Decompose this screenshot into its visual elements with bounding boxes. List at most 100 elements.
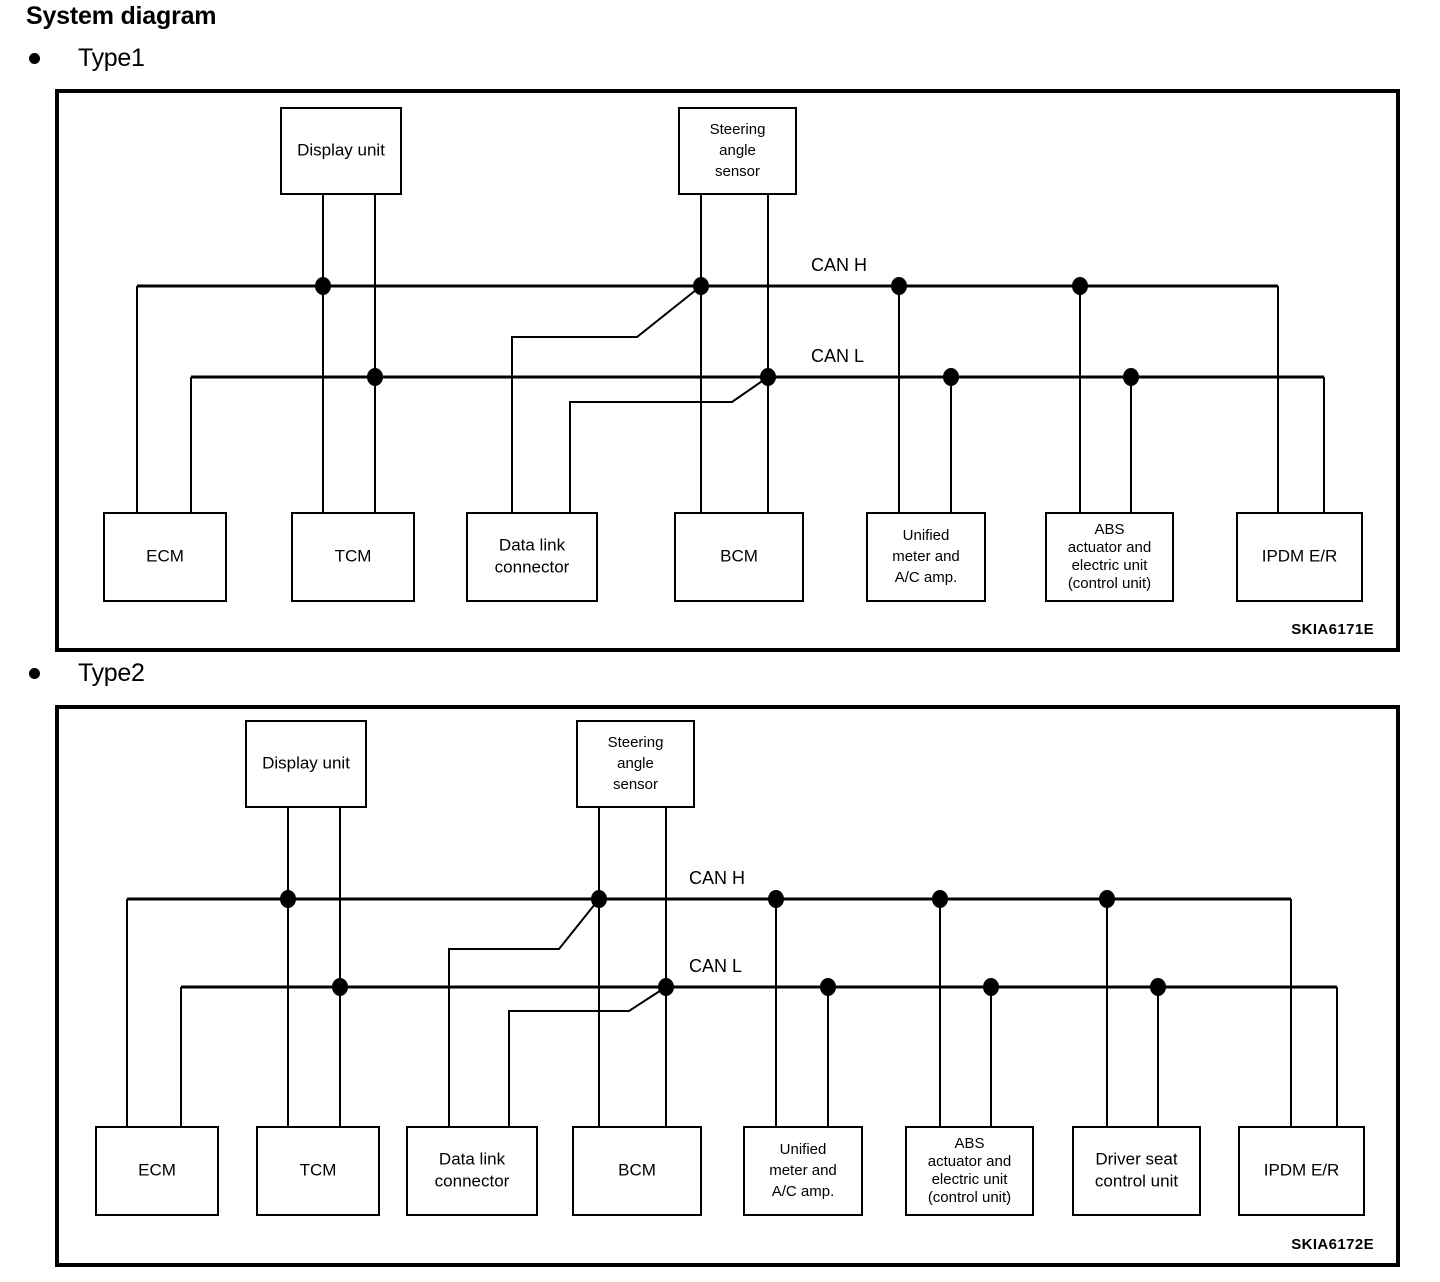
node-box-abs-actuator-and-electric-unit <box>905 1126 1034 1216</box>
can-l-label: CAN L <box>811 346 864 366</box>
node-label-display-unit: Display unit <box>297 140 385 159</box>
node-label-tcm: TCM <box>335 546 372 565</box>
junction-dot-can-l-1 <box>760 368 776 386</box>
node-box-ecm <box>95 1126 219 1216</box>
section-label-type2: Type2 <box>78 659 145 687</box>
node-label-steering-angle-sensor: angle <box>719 142 756 159</box>
bottom-node-ecm: ECM <box>103 512 227 602</box>
can-h-label: CAN H <box>811 255 867 275</box>
can-h-label: CAN H <box>689 868 745 888</box>
node-box-data-link-connector <box>406 1126 538 1216</box>
junction-dot-can-l-0 <box>332 978 348 996</box>
node-label-abs-actuator-and-electric-unit: electric unit <box>932 1171 1009 1188</box>
page-title: System diagram <box>26 2 217 30</box>
bottom-node-data-link-connector: Data link connector <box>466 512 598 602</box>
can-system-diagram-type2: CAN H CAN L Display unit Steeringanglesenso… <box>95 720 1374 1253</box>
junction-dot-can-h-4 <box>1099 890 1115 908</box>
node-label-driver-seat-control-unit: Driver seat <box>1095 1149 1177 1168</box>
bottom-node-bcm: BCM <box>674 512 804 602</box>
node-label-unified-meter-and-ac-amp: A/C amp. <box>895 569 958 586</box>
node-label-ipdm-er: IPDM E/R <box>1262 546 1338 565</box>
bottom-node-data-link-connector: Data link connector <box>406 1126 538 1216</box>
junction-dot-can-h-2 <box>768 890 784 908</box>
wire-dlc-can-h <box>511 285 702 513</box>
figure-code: SKIA6171E <box>1291 621 1374 638</box>
node-label-ecm: ECM <box>146 546 184 565</box>
node-box-tcm <box>291 512 415 602</box>
node-box-driver-seat-control-unit <box>1072 1126 1201 1216</box>
junction-dot-can-h-0 <box>280 890 296 908</box>
junction-dot-can-l-3 <box>1123 368 1139 386</box>
node-box-ipdm-er <box>1236 512 1363 602</box>
node-box-tcm <box>256 1126 380 1216</box>
node-label-abs-actuator-and-electric-unit: ABS <box>954 1135 984 1152</box>
node-label-bcm: BCM <box>618 1160 656 1179</box>
node-label-unified-meter-and-ac-amp: meter and <box>892 548 960 565</box>
node-label-data-link-connector: connector <box>495 557 570 576</box>
bottom-node-ecm: ECM <box>95 1126 219 1216</box>
node-label-data-link-connector: Data link <box>499 535 566 554</box>
node-label-abs-actuator-and-electric-unit: actuator and <box>928 1153 1011 1170</box>
junction-dot-can-h-2 <box>891 277 907 295</box>
section-label-type1: Type1 <box>78 44 145 72</box>
junction-dot-can-h-3 <box>932 890 948 908</box>
bullet-icon <box>29 668 40 679</box>
bottom-node-bcm: BCM <box>572 1126 702 1216</box>
node-label-data-link-connector: connector <box>435 1171 510 1190</box>
node-box-ipdm-er <box>1238 1126 1365 1216</box>
junction-dot-can-h-3 <box>1072 277 1088 295</box>
bottom-node-ipdm-er: IPDM E/R <box>1236 512 1363 602</box>
node-label-abs-actuator-and-electric-unit: (control unit) <box>1068 575 1151 592</box>
section-bullet-type2: Type2 <box>0 659 145 688</box>
node-box-steering-angle-sensor <box>678 107 797 195</box>
node-label-steering-angle-sensor: Steering <box>608 734 664 751</box>
node-box-data-link-connector <box>466 512 598 602</box>
junction-dot-can-l-2 <box>943 368 959 386</box>
node-label-steering-angle-sensor: sensor <box>715 163 760 180</box>
node-label-ecm: ECM <box>138 1160 176 1179</box>
top-node-display-unit: Display unit <box>245 720 367 808</box>
bottom-node-tcm: TCM <box>256 1126 380 1216</box>
junction-dot-can-l-1 <box>658 978 674 996</box>
node-label-data-link-connector: Data link <box>439 1149 506 1168</box>
node-box-bcm <box>674 512 804 602</box>
node-label-steering-angle-sensor: sensor <box>613 776 658 793</box>
node-box-ecm <box>103 512 227 602</box>
junction-dot-can-l-4 <box>1150 978 1166 996</box>
top-node-display-unit: Display unit <box>280 107 402 195</box>
can-l-label: CAN L <box>689 956 742 976</box>
junction-dot-can-h-0 <box>315 277 331 295</box>
node-box-steering-angle-sensor <box>576 720 695 808</box>
node-label-tcm: TCM <box>300 1160 337 1179</box>
junction-dot-can-l-3 <box>983 978 999 996</box>
node-label-display-unit: Display unit <box>262 753 350 772</box>
node-label-unified-meter-and-ac-amp: Unified <box>780 1141 827 1158</box>
wire-dlc-can-h <box>448 898 600 1127</box>
wire-dlc-can-l <box>508 986 667 1127</box>
node-label-unified-meter-and-ac-amp: meter and <box>769 1162 837 1179</box>
node-box-display-unit <box>245 720 367 808</box>
node-box-abs-actuator-and-electric-unit <box>1045 512 1174 602</box>
bottom-node-ipdm-er: IPDM E/R <box>1238 1126 1365 1216</box>
section-bullet-type1: Type1 <box>0 44 145 73</box>
junction-dot-can-l-2 <box>820 978 836 996</box>
node-label-unified-meter-and-ac-amp: A/C amp. <box>772 1183 835 1200</box>
junction-dot-can-h-1 <box>693 277 709 295</box>
node-label-bcm: BCM <box>720 546 758 565</box>
figure-code: SKIA6172E <box>1291 1236 1374 1253</box>
node-label-abs-actuator-and-electric-unit: (control unit) <box>928 1189 1011 1206</box>
junction-dot-can-l-0 <box>367 368 383 386</box>
node-box-display-unit <box>280 107 402 195</box>
bullet-icon <box>29 53 40 64</box>
junction-dot-can-h-1 <box>591 890 607 908</box>
node-label-unified-meter-and-ac-amp: Unified <box>903 527 950 544</box>
node-box-unified-meter-and-ac-amp <box>743 1126 863 1216</box>
